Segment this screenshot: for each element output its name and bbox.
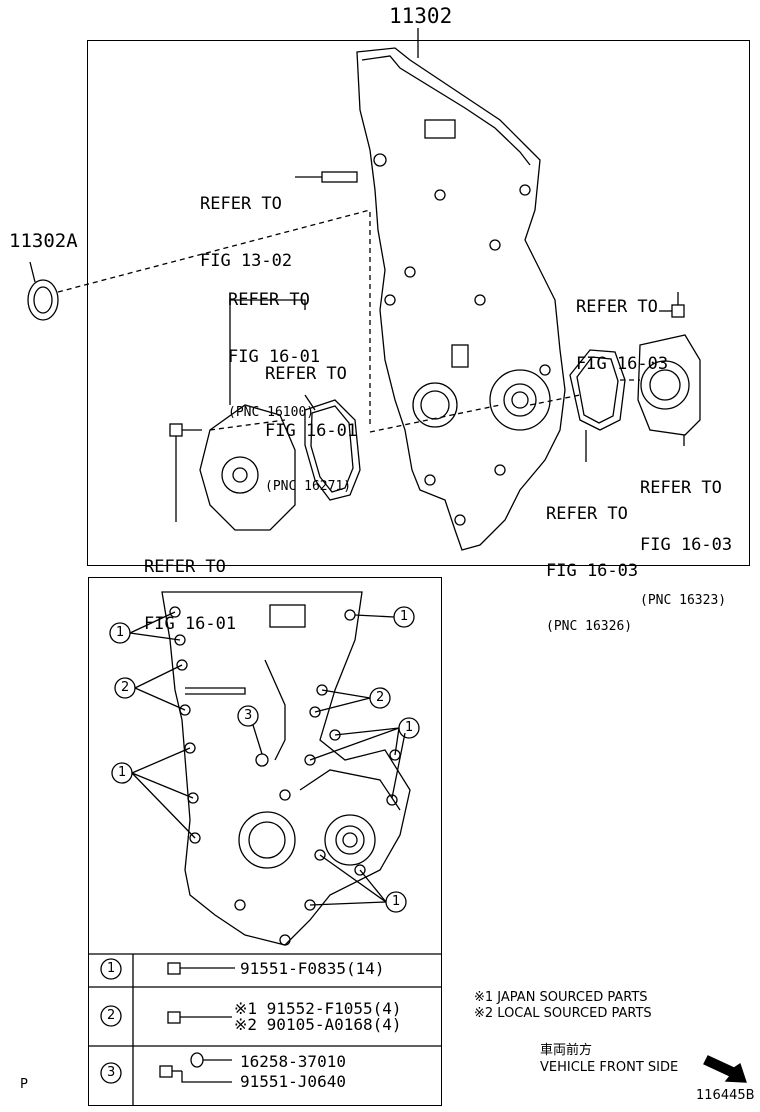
table-row-3-part-a[interactable]: 16258-37010 — [240, 1052, 346, 1071]
table-row-2-part-a[interactable]: ※1 91552-F1055(4) — [234, 999, 402, 1018]
page-letter: P — [20, 1077, 28, 1092]
water-pump-shape — [199, 404, 296, 531]
pump-gasket-shape — [304, 399, 361, 501]
ref-fig-16-01-pump[interactable]: REFER TO FIG 16-01 — [144, 520, 236, 653]
timing-cover-outline — [356, 47, 566, 551]
callout-2: 2 — [376, 690, 385, 705]
ref-fig-16-03-pnc-16323[interactable]: REFER TO FIG 16-03 (PNC 16323) — [640, 441, 732, 627]
table-row-2-num: 2 — [107, 1008, 116, 1023]
figure-id: 116445B — [696, 1088, 755, 1103]
ref-fig-13-02[interactable]: REFER TO FIG 13-02 — [200, 157, 292, 290]
bolt-location-frame — [88, 577, 442, 1106]
stud-bolt-shape — [321, 171, 358, 183]
callout-1: 1 — [116, 625, 125, 640]
ref-line1: REFER TO — [144, 557, 226, 577]
note-japan-sourced: ※1 JAPAN SOURCED PARTS — [474, 990, 648, 1005]
callout-1: 1 — [400, 609, 409, 624]
ref-line2: FIG 16-03 — [546, 561, 639, 581]
ref-line1: REFER TO — [546, 504, 628, 524]
note-local-sourced: ※2 LOCAL SOURCED PARTS — [474, 1006, 652, 1021]
ref-line2: FIG 16-01 — [228, 347, 321, 367]
table-row-2-part-b[interactable]: ※2 90105-A0168(4) — [234, 1015, 402, 1034]
detail-cover-outline — [161, 591, 411, 946]
table-row-3-part-b[interactable]: 91551-J0640 — [240, 1072, 346, 1091]
callout-3: 3 — [244, 708, 253, 723]
thermostat-gasket-shape — [569, 349, 626, 431]
ref-line2: FIG 16-03 — [640, 535, 733, 555]
callout-1: 1 — [392, 894, 401, 909]
thermostat-housing-shape — [637, 334, 701, 436]
ref-line2: FIG 13-02 — [200, 251, 293, 271]
callout-1: 1 — [405, 720, 414, 735]
ref-line1: REFER TO — [576, 297, 658, 317]
table-row-3-num: 3 — [107, 1065, 116, 1080]
callout-1: 1 — [118, 765, 127, 780]
ref-pnc: (PNC 16100) — [228, 405, 315, 420]
front-arrow-shape — [703, 1055, 747, 1083]
ref-line1: REFER TO — [640, 478, 722, 498]
ref-pnc: (PNC 16323) — [640, 593, 727, 608]
ref-line2: FIG 16-01 — [265, 421, 358, 441]
callout-2: 2 — [121, 680, 130, 695]
direction-label-jp: 車両前方 — [540, 1043, 593, 1058]
ref-line1: REFER TO — [200, 194, 282, 214]
ref-fig-16-03-bolt[interactable]: REFER TO FIG 16-03 — [576, 260, 668, 393]
ref-line1: REFER TO — [265, 364, 347, 384]
ref-fig-16-03-pnc-16326[interactable]: REFER TO FIG 16-03 (PNC 16326) — [546, 467, 638, 653]
part-number-11302: 11302 — [389, 4, 453, 28]
ref-pnc: (PNC 16326) — [546, 619, 633, 634]
table-row-1-part[interactable]: 91551-F0835(14) — [240, 959, 385, 978]
oil-seal-shape — [27, 279, 59, 321]
part-number-11302a: 11302A — [9, 230, 78, 252]
direction-label-en: VEHICLE FRONT SIDE — [540, 1060, 679, 1075]
table-row-1-num: 1 — [107, 961, 116, 976]
